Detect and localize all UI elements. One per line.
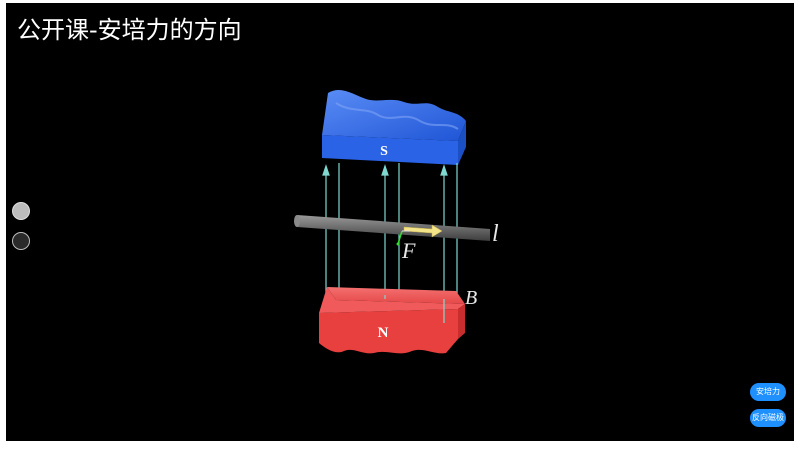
n-pole-label: N (378, 325, 389, 341)
s-pole-magnet (322, 89, 466, 165)
view-toggle-dark[interactable] (12, 232, 30, 250)
ampere-force-button[interactable]: 安培力 (750, 383, 786, 401)
wire-label: l (492, 221, 499, 247)
magnet-scene: S l F B (294, 89, 499, 354)
axis-indicator (396, 230, 410, 246)
s-pole-label: S (380, 144, 388, 159)
page-title: 公开课-安培力的方向 (17, 16, 242, 44)
force-label: F (401, 238, 416, 263)
conductor-rod (294, 215, 490, 241)
scene-canvas: 公开课-安培力的方向 S (6, 3, 794, 441)
field-lines-base (384, 295, 445, 323)
reverse-field-button[interactable]: 反向磁极 (750, 409, 786, 427)
field-label: B (465, 287, 477, 309)
n-pole-magnet (319, 287, 465, 354)
view-toggle-light[interactable] (12, 202, 30, 220)
